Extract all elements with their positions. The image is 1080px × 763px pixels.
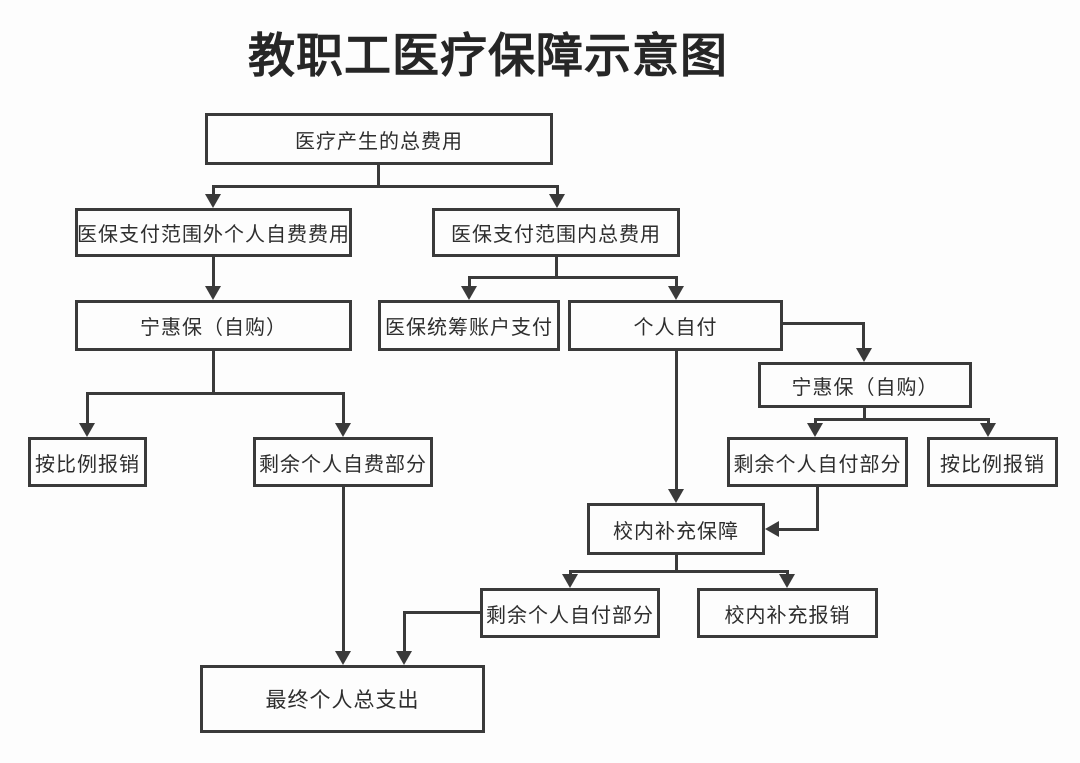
node-campus-supplement-guarantee: 校内补充保障	[587, 503, 765, 555]
arrow-down-icon	[980, 423, 996, 437]
arrow-down-icon	[856, 348, 872, 362]
node-remaining-self-fee: 剩余个人自费部分	[253, 437, 433, 487]
arrow-down-icon	[205, 194, 221, 208]
node-campus-supplement-reimburse: 校内补充报销	[697, 588, 878, 638]
node-personal-pay: 个人自付	[568, 300, 783, 351]
node-ninghuibao-left: 宁惠保（自购）	[75, 300, 352, 351]
node-ninghuibao-right: 宁惠保（自购）	[758, 362, 972, 408]
arrow-down-icon	[668, 489, 684, 503]
node-ratio-reimburse-left: 按比例报销	[28, 437, 147, 487]
node-remaining-self-pay-bottom: 剩余个人自付部分	[480, 588, 660, 638]
arrow-down-icon	[562, 574, 578, 588]
node-ratio-reimburse-right: 按比例报销	[927, 437, 1058, 487]
arrow-down-icon	[205, 286, 221, 300]
arrow-left-icon	[765, 521, 779, 537]
node-total-cost: 医疗产生的总费用	[205, 113, 553, 165]
node-outside-scope-self-fee: 医保支付范围外个人自费费用	[75, 208, 352, 257]
arrow-down-icon	[335, 651, 351, 665]
node-final-total-expense: 最终个人总支出	[200, 665, 485, 733]
page-title: 教职工医疗保障示意图	[248, 29, 728, 82]
arrow-down-icon	[335, 423, 351, 437]
arrow-down-icon	[549, 194, 565, 208]
arrow-down-icon	[807, 423, 823, 437]
node-remaining-self-pay-right: 剩余个人自付部分	[727, 437, 908, 487]
arrow-down-icon	[779, 574, 795, 588]
arrow-down-icon	[668, 286, 684, 300]
arrow-down-icon	[79, 423, 95, 437]
arrow-down-icon	[461, 286, 477, 300]
node-inside-scope-total: 医保支付范围内总费用	[432, 208, 680, 257]
node-tongchou-account-pay: 医保统筹账户支付	[378, 300, 560, 351]
arrow-down-icon	[396, 651, 412, 665]
